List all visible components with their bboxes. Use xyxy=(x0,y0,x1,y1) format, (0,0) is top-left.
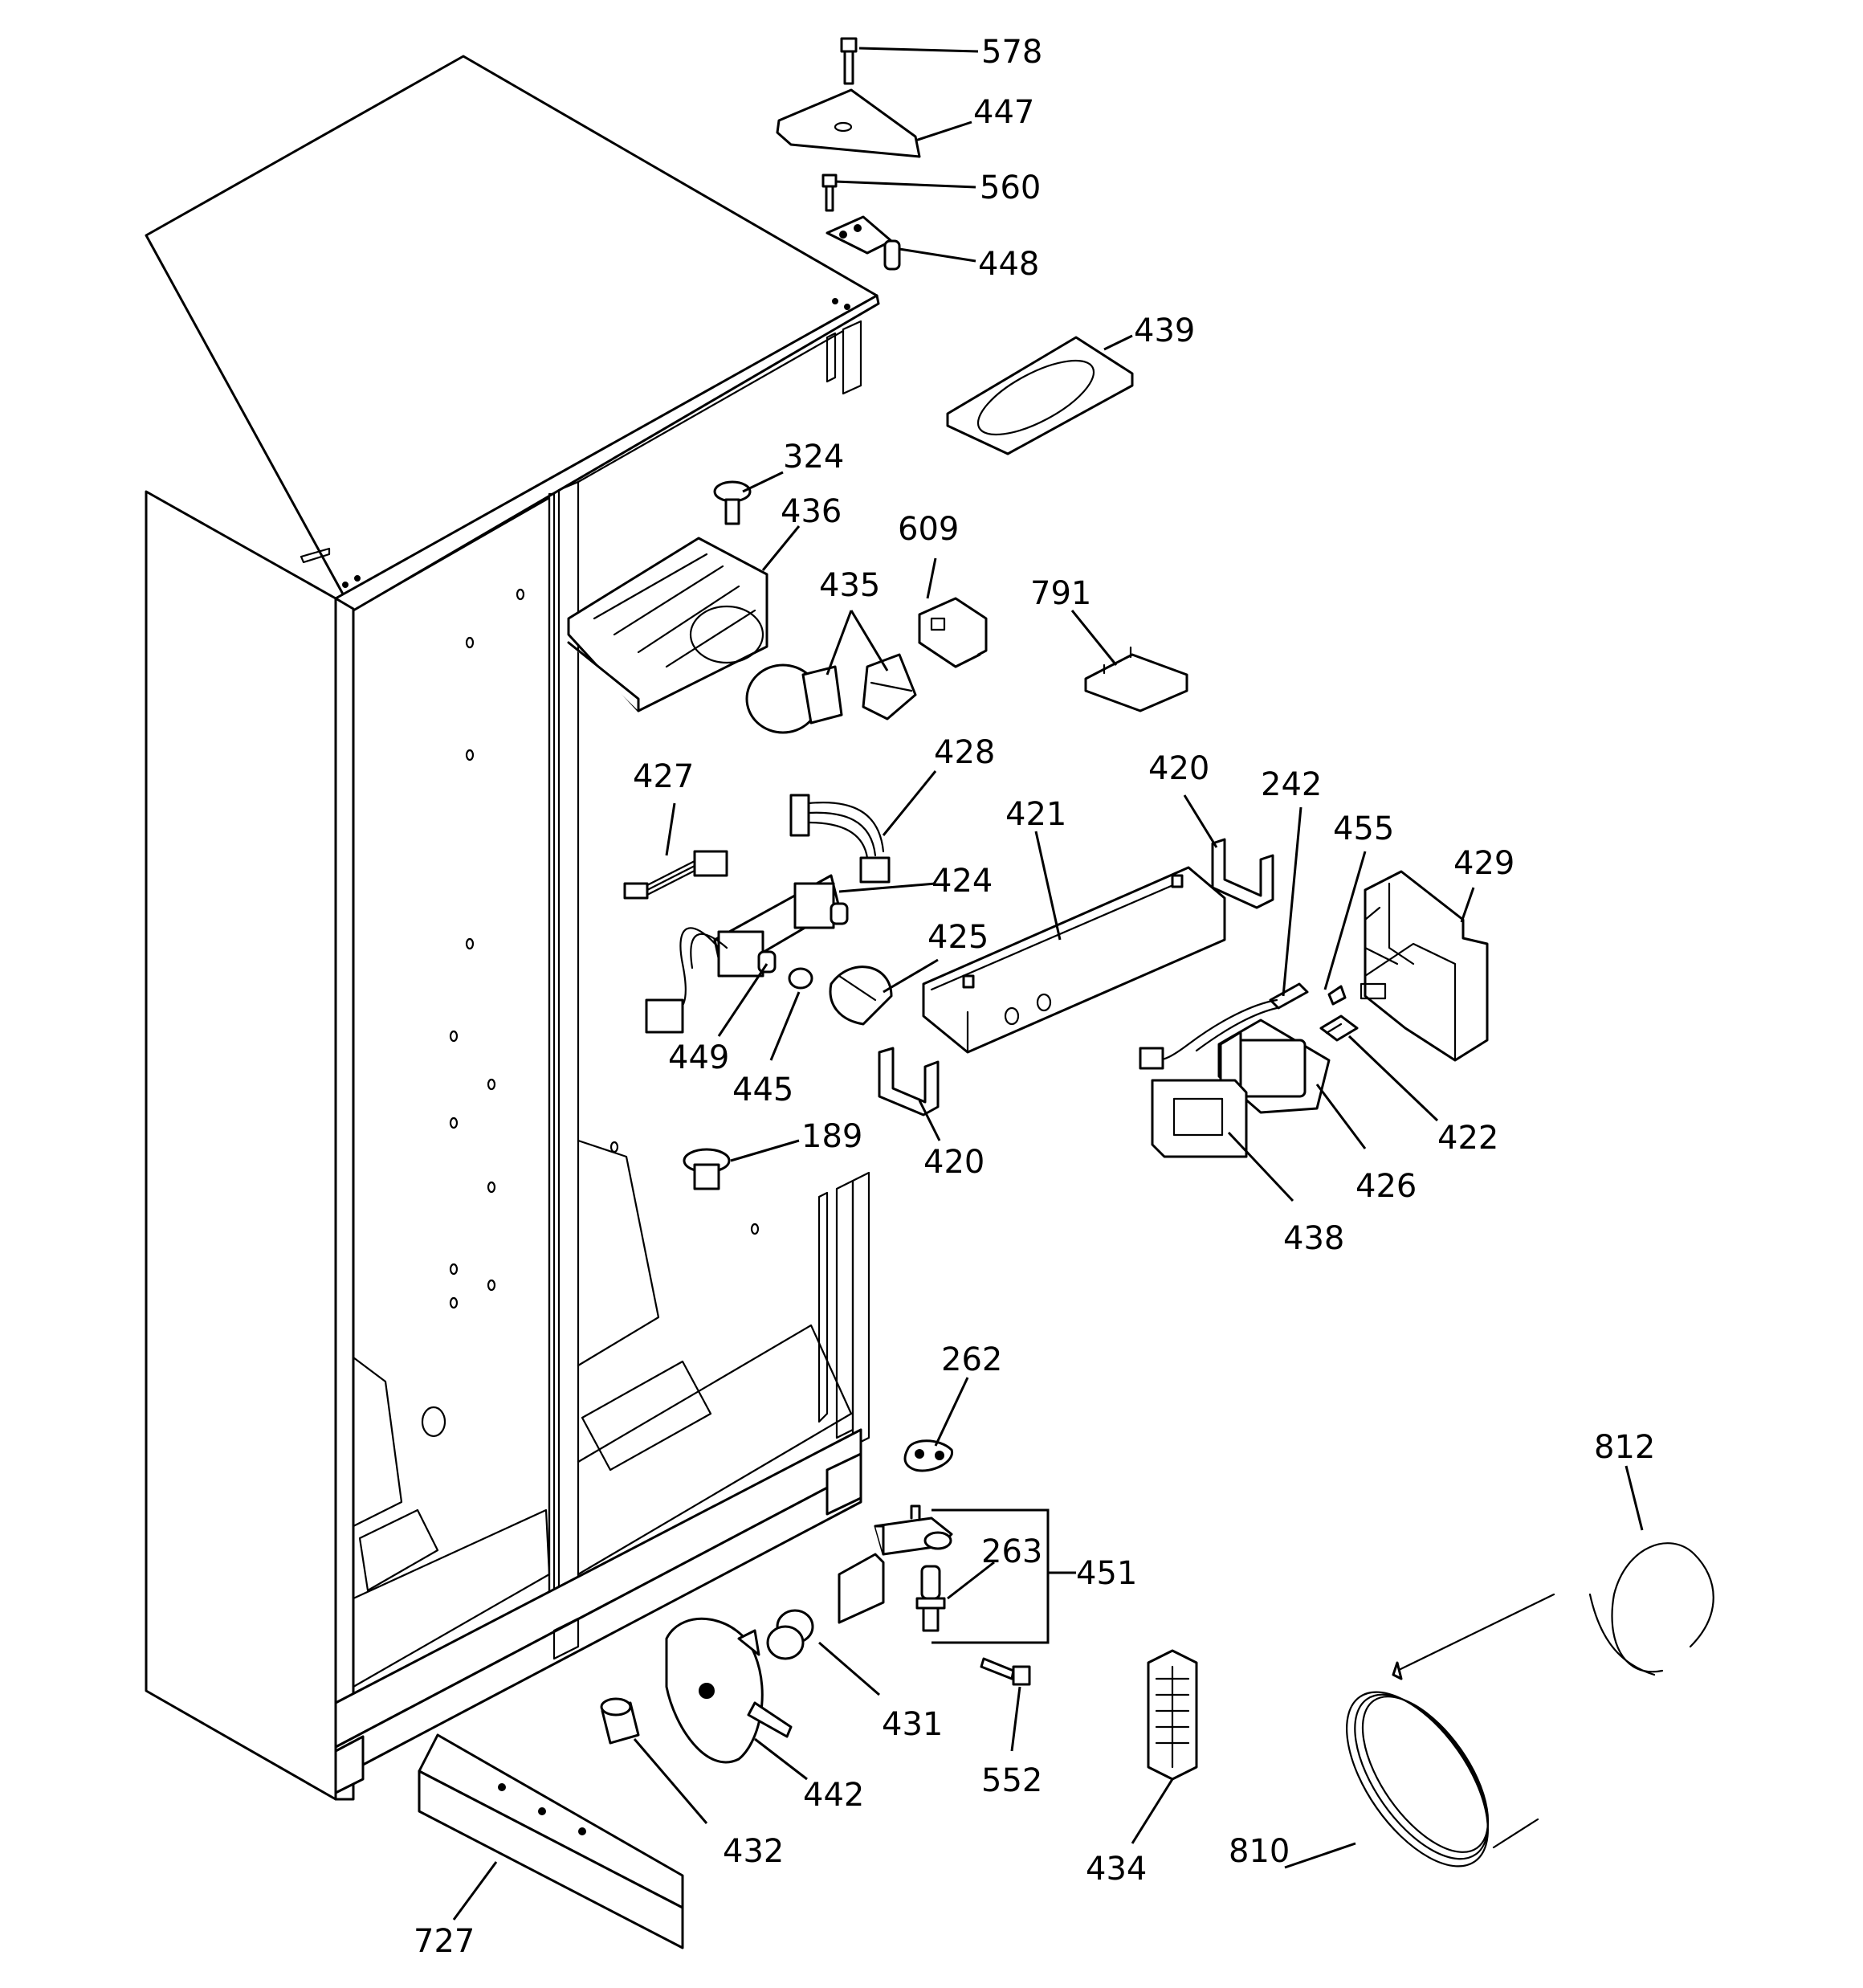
label-810: 810 xyxy=(1229,1833,1290,1870)
part-435-light-socket xyxy=(862,653,917,720)
part-428-wire-harness xyxy=(789,794,891,884)
part-420-clip-upper xyxy=(1211,838,1274,909)
part-791-cover xyxy=(1084,646,1188,712)
part-424-control-assembly xyxy=(645,874,849,1034)
part-189-plug xyxy=(683,1148,731,1190)
label-189: 189 xyxy=(801,1118,862,1155)
label-727: 727 xyxy=(414,1923,475,1960)
part-434-grille xyxy=(1147,1649,1198,1781)
part-448-hinge xyxy=(826,215,901,271)
part-421-mounting-bracket xyxy=(922,866,1226,1054)
part-445-spacer xyxy=(788,967,813,990)
part-425-knob xyxy=(829,965,893,1026)
part-727-kickplate xyxy=(418,1733,684,1949)
label-435: 435 xyxy=(819,567,880,604)
label-420-lower: 420 xyxy=(923,1144,984,1181)
part-426-damper xyxy=(1139,998,1331,1114)
label-791: 791 xyxy=(1030,575,1091,612)
label-425: 425 xyxy=(927,919,989,956)
label-442: 442 xyxy=(803,1777,864,1814)
part-439-tray xyxy=(946,336,1134,455)
refrigerator-cabinet xyxy=(145,55,880,1801)
label-439: 439 xyxy=(1134,312,1195,349)
part-432-bushing xyxy=(600,1697,640,1745)
label-578: 578 xyxy=(981,34,1042,71)
label-438: 438 xyxy=(1283,1220,1344,1257)
label-560: 560 xyxy=(980,169,1041,206)
part-labels: 578 447 560 448 439 324 436 609 435 791 … xyxy=(414,34,1655,1960)
label-420-upper: 420 xyxy=(1148,750,1209,787)
label-427: 427 xyxy=(633,758,694,795)
label-426: 426 xyxy=(1355,1168,1417,1205)
part-609-switch xyxy=(918,597,988,668)
part-442-cam xyxy=(665,1617,793,1764)
label-609: 609 xyxy=(898,511,959,548)
label-451: 451 xyxy=(1076,1555,1137,1592)
label-455: 455 xyxy=(1333,810,1394,847)
part-431-bushing xyxy=(766,1609,814,1660)
part-427-wire-harness xyxy=(623,850,728,900)
part-435-light-bulb xyxy=(745,663,843,734)
label-263: 263 xyxy=(981,1533,1042,1570)
label-428: 428 xyxy=(934,734,995,771)
label-448: 448 xyxy=(978,246,1039,283)
part-420-clip-lower xyxy=(878,1047,940,1116)
leader-lines xyxy=(452,47,1644,1921)
label-436: 436 xyxy=(781,493,842,530)
part-552-screw xyxy=(980,1657,1031,1686)
label-421: 421 xyxy=(1005,796,1066,833)
label-432: 432 xyxy=(723,1833,784,1870)
part-560-screw xyxy=(821,173,838,212)
part-455-clip xyxy=(1327,985,1347,1006)
part-436-light-shield xyxy=(567,537,768,712)
label-812: 812 xyxy=(1594,1429,1655,1466)
part-242-thermistor xyxy=(1269,982,1309,1010)
part-324-push-pin xyxy=(713,480,752,525)
label-447: 447 xyxy=(973,94,1034,131)
part-451-hinge-assembly xyxy=(838,1504,953,1624)
part-263-pin xyxy=(915,1565,946,1632)
label-429: 429 xyxy=(1453,845,1514,882)
part-812-tubing xyxy=(1588,1542,1714,1676)
label-324: 324 xyxy=(783,439,844,476)
label-242: 242 xyxy=(1261,766,1322,803)
label-262: 262 xyxy=(941,1341,1002,1378)
part-578-screw xyxy=(840,37,858,85)
label-445: 445 xyxy=(732,1072,793,1108)
label-431: 431 xyxy=(882,1706,943,1743)
part-262-bushing xyxy=(903,1439,953,1472)
label-422: 422 xyxy=(1437,1120,1498,1157)
part-429-control-box xyxy=(1360,870,1489,1062)
label-552: 552 xyxy=(981,1762,1042,1799)
part-447-hinge-cover xyxy=(776,88,921,158)
label-424: 424 xyxy=(932,863,993,900)
part-438-frame xyxy=(1151,1079,1248,1158)
part-810-tubing-coil xyxy=(1346,1593,1555,1868)
label-434: 434 xyxy=(1086,1851,1147,1888)
part-422-connector xyxy=(1319,1014,1359,1042)
label-449: 449 xyxy=(668,1039,729,1076)
